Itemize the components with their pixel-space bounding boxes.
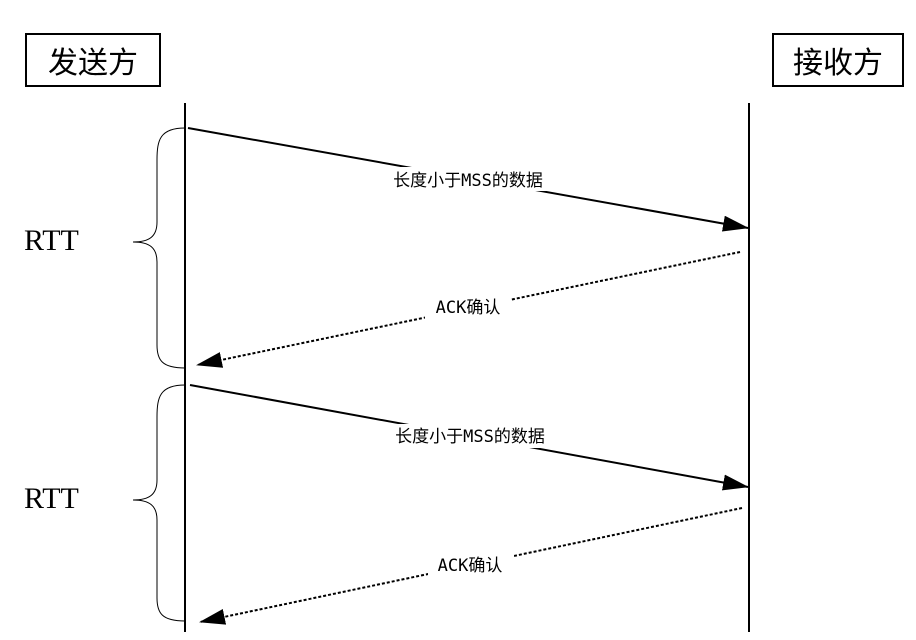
data-label-2: 长度小于MSS的数据	[395, 427, 545, 447]
rtt-brace-2	[132, 384, 186, 622]
data-label-1: 长度小于MSS的数据	[393, 171, 543, 191]
receiver-box: 接收方	[772, 33, 904, 87]
ack-label-1: ACK确认	[436, 298, 501, 318]
rtt-label-1: RTT	[24, 224, 79, 257]
rtt-brace-1	[132, 127, 186, 369]
sender-box: 发送方	[25, 33, 161, 87]
rtt-label-2: RTT	[24, 482, 79, 515]
ack-label-2: ACK确认	[438, 556, 503, 576]
